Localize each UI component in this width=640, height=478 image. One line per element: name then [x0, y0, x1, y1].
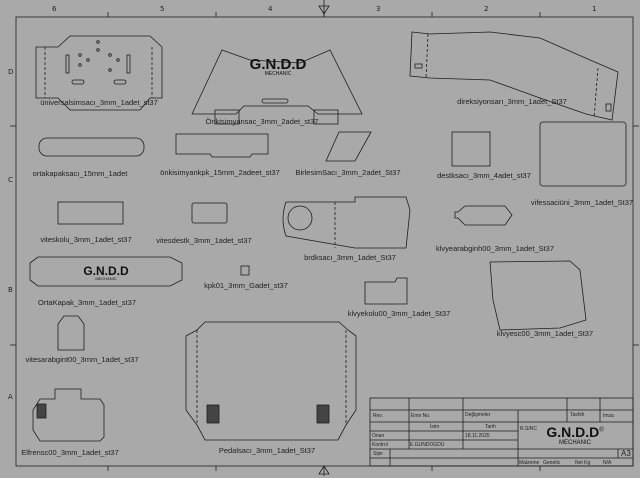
part-viteskolu-drawing [57, 201, 124, 225]
column-marker: 5 [160, 5, 165, 13]
part-direksiyon-drawing [409, 31, 619, 121]
title-block-logo: G.N.D.D®MECHANIC [546, 424, 604, 446]
tb-kontrol: Kontrol [372, 442, 388, 448]
tb-degismeler: Değişmeler [465, 412, 491, 418]
column-marker: 4 [268, 5, 273, 13]
tb-isim: İsim [430, 424, 440, 430]
tb-tarih: Tarih [485, 424, 496, 430]
part-klvyesc-drawing [489, 260, 587, 331]
part-label: klvyesc00_3mm_1adet_St37 [496, 329, 594, 338]
column-marker: 1 [592, 5, 597, 13]
part-label: ortakapaksacı_15mm_1adet [32, 169, 128, 178]
part-label: brdksacı_3mm_1adet_St37 [304, 253, 396, 262]
part-vitesarabgint-drawing [57, 315, 85, 351]
part-label: vifessaciüni_3mm_1adet_St37 [530, 198, 634, 207]
tb-onan-date: 18.11.2025 [465, 433, 490, 439]
part-klvyekolu-drawing [364, 277, 408, 305]
tb-net-kg-value: N/A [603, 460, 612, 466]
part-vifessac-drawing [539, 121, 627, 187]
part-label: OrtaKapak_3mm_1adet_st37 [38, 298, 136, 307]
part-label: önkisimyankpk_15mm_2adeet_st37 [160, 168, 280, 177]
tb-rsrc: R.S/RC [520, 426, 537, 432]
part-label: Pedalsacı_3mm_1adet_St37 [218, 446, 316, 455]
part-label: destksacı_3mm_4adet_st37 [437, 171, 531, 180]
tb-onan: Onan [372, 433, 385, 439]
part-elfren-drawing [32, 388, 105, 442]
part-pedal-drawing [185, 321, 357, 441]
row-marker: B [8, 286, 13, 294]
part-label: direksiyonsarı_3mm_1adet_St37 [457, 97, 567, 106]
part-ortakapaksaci-drawing [38, 137, 145, 157]
row-marker: A [8, 393, 13, 401]
part-onkisimyankpk-drawing [175, 133, 269, 158]
row-marker: D [8, 68, 14, 76]
part-ortakapak-drawing [29, 256, 183, 287]
part-kpk01-drawing [240, 265, 250, 276]
tb-kontrol-name: E.GUNDOGDU [410, 442, 445, 448]
part-destk-drawing [451, 131, 491, 167]
row-marker: C [8, 176, 13, 184]
tb-tashih: Tashih [570, 412, 585, 418]
part-label: BirlesimSacı_3mm_2adet_St37 [295, 168, 401, 177]
zone-ticks [10, 0, 639, 476]
part-brdk-drawing [282, 196, 411, 249]
part-birlesim-drawing [325, 131, 372, 162]
column-marker: 2 [484, 5, 489, 13]
part-onkisim-drawing [191, 49, 363, 125]
part-klvyearabginh-drawing [454, 205, 513, 226]
part-label: klvyekolu00_3mm_1adet_St37 [347, 309, 451, 318]
part-label: vitesarabgint00_3mm_1adet_st37 [25, 355, 139, 364]
part-label: kpk01_3mm_Gadet_st37 [204, 281, 288, 290]
tb-malzeme: Malzeme [519, 460, 540, 466]
part-label: üniversalsimsacı_3mm_1adet_st37 [40, 98, 158, 107]
part-label: vitesdestk_3mm_1adet_st37 [156, 236, 252, 245]
tb-sipir: Sipir [373, 451, 384, 457]
tb-imza: Imza [603, 413, 614, 419]
part-label: klvyearabginh00_3mm_1adet_St37 [436, 244, 554, 253]
tb-net-kg: Net Kg [575, 460, 591, 466]
drawing-frame [15, 16, 634, 467]
part-label: Önkisimyansac_3mm_2adet_st37 [205, 117, 319, 126]
column-marker: 6 [52, 5, 57, 13]
tb-malzeme-value: Genetic [543, 460, 561, 466]
part-vitesdestk-drawing [191, 202, 228, 224]
column-marker: 3 [376, 5, 381, 13]
tb-size: A3 [621, 449, 631, 458]
tb-rev: Rev. [373, 413, 383, 419]
title-block-lines [369, 397, 634, 467]
part-label: Elfrensc00_3mm_1adet_st37 [21, 448, 119, 457]
tb-emir-no: Emir No. [411, 413, 431, 419]
part-universal-drawing [35, 35, 163, 111]
part-label: viteskolu_3mm_1adet_st37 [40, 235, 132, 244]
